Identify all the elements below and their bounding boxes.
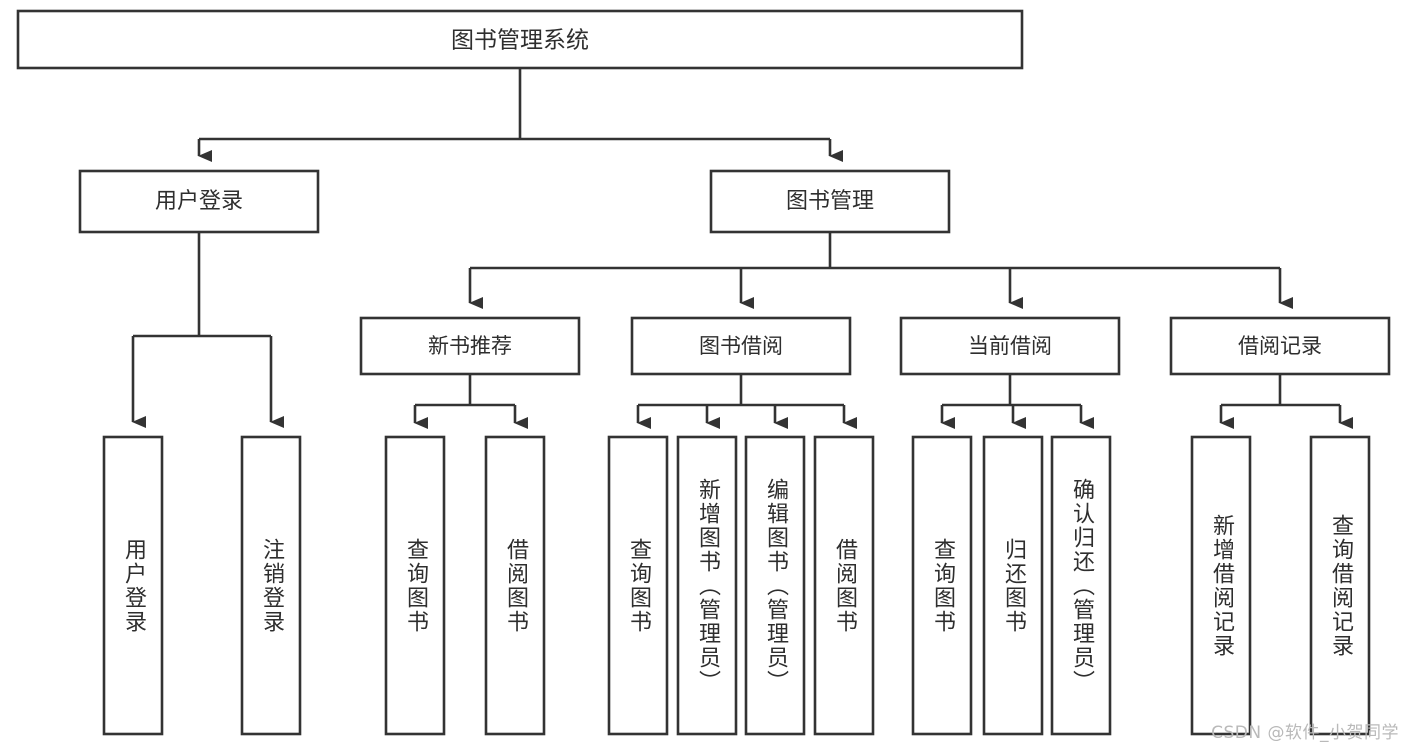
node-user-login-label: 用户登录 [155, 189, 243, 214]
node-leaf-query-borrow-rec-box[interactable] [1309, 435, 1371, 736]
node-book-borrow-box [630, 316, 852, 376]
connector-lines [131, 68, 1353, 429]
node-borrow-record-box [1169, 316, 1391, 376]
node-book-management-box [709, 169, 951, 234]
node-leaf-edit-book-admin-box[interactable] [744, 435, 806, 736]
node-current-borrow[interactable]: 当前借阅 [899, 316, 1121, 376]
node-current-borrow-label: 当前借阅 [968, 334, 1052, 358]
node-leaf-query-book-borrow-box[interactable] [607, 435, 669, 736]
node-leaf-user-login-box[interactable] [102, 435, 164, 736]
node-new-book-recommend[interactable]: 新书推荐 [359, 316, 581, 376]
node-book-management-label: 图书管理 [786, 189, 874, 214]
node-new-book-recommend-box [359, 316, 581, 376]
node-book-borrow[interactable]: 图书借阅 [630, 316, 852, 376]
watermark-text: CSDN @软件_小贺同学 [1211, 723, 1399, 743]
leaf-node-boxes [102, 435, 1371, 736]
node-root-label: 图书管理系统 [451, 28, 589, 54]
node-new-book-recommend-label: 新书推荐 [428, 334, 512, 358]
node-root[interactable]: 图书管理系统 [16, 9, 1024, 70]
node-current-borrow-box [899, 316, 1121, 376]
node-borrow-record[interactable]: 借阅记录 [1169, 316, 1391, 376]
node-leaf-user-logout-box[interactable] [240, 435, 302, 736]
node-leaf-query-book-new-box[interactable] [384, 435, 446, 736]
node-leaf-add-borrow-record-box[interactable] [1190, 435, 1252, 736]
node-book-management[interactable]: 图书管理 [709, 169, 951, 234]
node-user-login-box [78, 169, 320, 234]
node-leaf-confirm-return-box[interactable] [1050, 435, 1112, 736]
node-leaf-borrow-book-box[interactable] [813, 435, 875, 736]
node-user-login[interactable]: 用户登录 [78, 169, 320, 234]
node-book-borrow-label: 图书借阅 [699, 334, 783, 358]
node-leaf-add-book-admin-box[interactable] [676, 435, 738, 736]
node-leaf-return-book-box[interactable] [982, 435, 1044, 736]
node-borrow-record-label: 借阅记录 [1238, 334, 1322, 358]
node-leaf-borrow-book-new-box[interactable] [484, 435, 546, 736]
node-leaf-query-book-current-box[interactable] [911, 435, 973, 736]
node-root-box [16, 9, 1024, 70]
